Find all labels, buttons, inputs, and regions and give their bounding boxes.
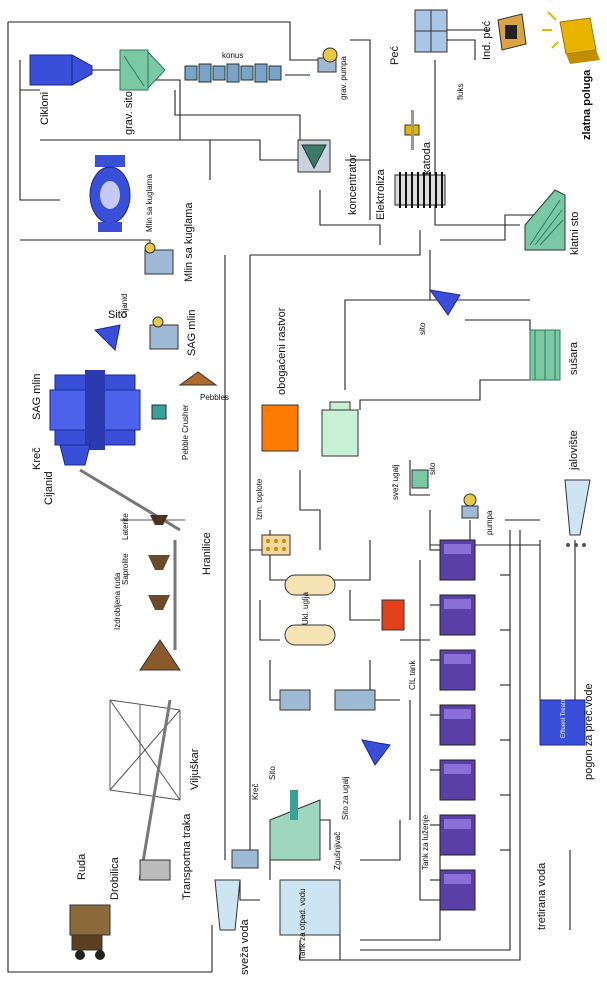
sag-mill-icon [49, 370, 141, 466]
shaking-table [524, 189, 566, 251]
label-elektroliza: Elektroliza [375, 168, 387, 220]
label-klatni-sto: klatni sto [569, 212, 581, 255]
label-koncentrator: koncentrator [347, 154, 359, 215]
label-obogaceni-rastvor: obogaćeni rastvor [276, 307, 288, 395]
label-viljuskar: Viljuškar [189, 748, 201, 790]
grav-pump-icon [317, 47, 338, 73]
crane-icon [109, 699, 181, 801]
label-tank-za-luzenje: Tank za luženje [421, 814, 430, 870]
acid-wash-tanks [279, 689, 376, 711]
label-cijanid-1: Cijanid [120, 294, 129, 318]
label-fluks: fluks [456, 84, 465, 100]
label-pebbles: Pebbles [200, 393, 229, 402]
carbon-screen-icon [361, 739, 391, 766]
label-katoda: katoda [421, 141, 433, 175]
label-pumpa: pumpa [485, 510, 494, 535]
cyclone-icon [29, 54, 93, 86]
label-krec-1: Kreč [31, 447, 43, 470]
label-zgusnjivac: Zgušnjivač [333, 832, 342, 870]
concentrator-icon [297, 139, 331, 173]
heat-exchanger [261, 534, 291, 556]
label-cil-tank: CIL tank [408, 660, 417, 690]
label-laterite: Laterite [121, 513, 130, 540]
label-izdrobljena-ruda: Izdrobljena ruda [113, 572, 122, 630]
label-sveza-voda: sveža voda [239, 918, 251, 975]
label-sito-za-ugalj: Sito za ugalj [341, 776, 350, 820]
label-grav-pumpa: grav. pumpa [339, 56, 348, 100]
label-sag-mlin-small: SAG mlin [186, 310, 198, 356]
tailings-channel [564, 479, 591, 547]
label-sito-2: sito [418, 322, 427, 335]
waste-water-tank [279, 879, 341, 936]
truck-icon [69, 904, 111, 960]
konus-chain [184, 63, 282, 83]
label-zlatna-poluga: zlatna poluga [581, 69, 593, 140]
effluent-plant-icon [539, 699, 586, 746]
ball-mill-icon [89, 155, 131, 232]
label-transportna-traka: Transportna traka [181, 813, 193, 900]
pebbles-icon [178, 371, 218, 386]
label-izm-toplote: Izm. toplote [255, 478, 264, 520]
grav-screen [119, 49, 166, 91]
crushed-ore-pile [139, 639, 181, 671]
label-cijanid-2: Cijanid [43, 471, 55, 505]
label-grav-sito: grav. sito [123, 91, 135, 135]
electrolysis-cell [394, 172, 446, 208]
label-effluent-plant: Effluent Treatment Plant [561, 673, 567, 738]
label-tretirana-voda: tretirana voda [536, 862, 548, 930]
pebble-crusher-icon [151, 404, 167, 420]
pump-icon [461, 493, 479, 519]
thickener-icon [269, 790, 321, 861]
crusher-icon [139, 859, 171, 881]
label-konus: konus [222, 51, 243, 60]
water-screen-icon [231, 849, 259, 869]
screen-icon [93, 324, 121, 352]
induction-furnace-icon [497, 13, 527, 51]
label-drobilica: Drobilica [109, 856, 121, 900]
label-sito-3: sito [428, 462, 437, 475]
label-cikloni: Cikloni [39, 92, 51, 125]
orange-tank [261, 404, 299, 452]
gold-bar-icon [542, 11, 600, 64]
label-svez-ugalj: svež ugalj [391, 464, 400, 500]
red-box [381, 599, 405, 631]
hopper-icons [148, 515, 170, 610]
label-mlin-sa-kuglama-small: Mlin sa kuglama [145, 174, 154, 232]
label-pebble-crusher: Pebble Crusher [181, 404, 190, 460]
label-ukl-uglja: Ukl. uglja [301, 592, 310, 625]
dryer-icon [529, 329, 561, 381]
label-tank-za-otp-vodu: Tank za otpad. vodu [298, 888, 307, 960]
fresh-water-channel [214, 879, 241, 931]
sito-2-icon [428, 289, 461, 316]
fresh-carbon-screen [411, 469, 429, 489]
label-susara: sušara [568, 341, 580, 375]
ball-mill-box [144, 242, 174, 275]
label-ruda: Ruda [76, 853, 88, 880]
label-jaloviste: jalovište [568, 430, 580, 471]
label-peć: Peć [389, 46, 401, 65]
label-pogon-za-prec-vode: pogon za preč.vode [583, 683, 595, 780]
label-sito-4: Sito [268, 766, 277, 780]
label-saprolite: Saprolite [121, 553, 130, 585]
label-sito-1: Sito [108, 309, 127, 321]
green-tank [321, 401, 359, 457]
cil-tanks [439, 539, 476, 911]
feeder-conveyor [79, 468, 185, 650]
label-hranilice: Hranilice [201, 532, 213, 575]
label-krec-2: Kreč [251, 784, 260, 800]
label-sag-mlin: SAG mlin [31, 374, 43, 420]
carbon-removal-columns [284, 574, 336, 646]
label-mlin-sa-kuglama: Mlin sa kuglama [183, 202, 195, 282]
cathode-icon [404, 110, 420, 150]
furnace-peć [414, 9, 448, 53]
sag-mill-box [149, 316, 179, 350]
label-ind-pec: Ind. peć [481, 20, 493, 60]
